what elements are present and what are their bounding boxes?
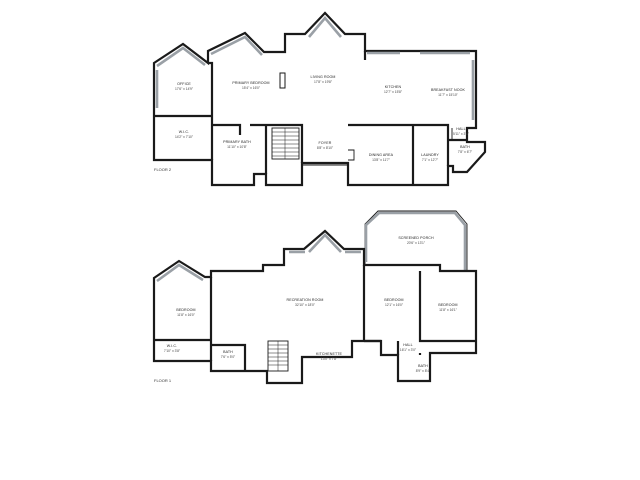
room-dims-primary-bedroom: 15'4" x 16'0" [242,86,261,90]
floor-2-interior-walls [154,51,467,185]
room-dims-foyer: 8'8" x 8'10" [317,146,334,150]
room-name-kitchen: KITCHEN [385,85,402,89]
room-dims-kitchen: 12'7" x 15'8" [384,90,403,94]
office-bay-window [156,46,206,68]
floor-2-plan: OFFICE 17'6" x 14'9" PRIMARY BEDROOM 15'… [152,11,487,187]
room-dims-bedroom-right: 11'8" x 16'1" [439,308,458,312]
room-name-screened-porch: SCREENED PORCH [398,236,434,240]
room-dims-recreation-room: 32'10" x 18'0" [295,303,316,307]
room-name-bath: BATH [460,145,470,149]
room-dims-kitchenette: 13'0" x 7'8" [321,357,338,361]
floor-1-plan: SCREENED PORCH 20'6" x 13'1" BEDROOM 11'… [152,210,478,385]
room-dims-dining-area: 13'8" x 11'7" [372,158,391,162]
room-name-primary-bath: PRIMARY BATH [223,140,251,144]
room-dims-hall-floor1: 16'1" x 3'0" [400,348,417,352]
room-name-wic: W.I.C. [179,130,189,134]
floor-1-label: FLOOR 1 [154,378,172,383]
floor-1-exterior-wall [152,229,478,385]
room-dims-breakfast-nook: 11'7" x 15'10" [438,93,458,97]
room-name-hall-floor1: HALL [403,343,412,347]
bedroom-bay-window [210,35,263,56]
floor-2-label: FLOOR 2 [154,167,172,172]
room-dims-screened-porch: 20'6" x 13'1" [407,241,426,245]
room-name-office: OFFICE [177,82,191,86]
room-name-bedroom-left: BEDROOM [176,308,195,312]
living-bay-window [308,15,342,38]
screened-porch-screens [364,211,467,270]
kitchen-windows [367,51,475,120]
room-dims-living-room: 17'8" x 19'8" [314,80,333,84]
entry-door [302,149,355,166]
room-name-dining-area: DINING AREA [369,153,394,157]
room-name-bath-floor1: BATH [418,364,428,368]
room-name-primary-bedroom: PRIMARY BEDROOM [232,81,269,85]
room-dims-wic-floor1: 7'10" x 3'8" [164,349,181,353]
floor-2-stairs [271,127,300,160]
room-dims-hall: 5'11" x 3'4" [453,132,470,136]
room-name-living-room: LIVING ROOM [310,75,335,79]
room-name-bath-small: BATH [223,350,233,354]
room-name-hall: HALL [456,127,465,131]
room-dims-bedroom-mid: 12'1" x 16'0" [385,303,404,307]
floor-1-labels: SCREENED PORCH 20'6" x 13'1" BEDROOM 11'… [154,236,458,383]
floor-1-bay-windows [156,233,361,283]
room-dims-office: 17'6" x 14'9" [175,87,194,91]
floor-1-interior-walls [154,265,476,371]
floor-2-labels: OFFICE 17'6" x 14'9" PRIMARY BEDROOM 15'… [154,75,473,172]
room-name-foyer: FOYER [319,141,332,145]
floor-1-stairs [267,340,289,372]
room-dims-primary-bath: 11'10" x 10'8" [227,145,247,149]
room-name-bedroom-right: BEDROOM [438,303,457,307]
room-name-laundry: LAUNDRY [421,153,439,157]
room-dims-laundry: 7'1" x 12'7" [422,158,439,162]
room-dims-bedroom-left: 11'8" x 16'0" [177,313,196,317]
room-name-wic-floor1: W.I.C. [167,344,177,348]
room-dims-bath-small: 7'6" x 5'0" [221,355,236,359]
room-name-bedroom-mid: BEDROOM [384,298,403,302]
room-dims-bath-floor1: 8'9" x 8'4" [416,369,431,373]
room-name-recreation-room: RECREATION ROOM [287,298,324,302]
room-name-kitchenette: KITCHENETTE [316,352,343,356]
room-dims-wic: 14'2" x 7'10" [175,135,194,139]
room-name-breakfast-nook: BREAKFAST NOOK [431,88,466,92]
room-dims-bath: 7'8" x 6'7" [458,150,473,154]
fireplace [279,72,286,89]
